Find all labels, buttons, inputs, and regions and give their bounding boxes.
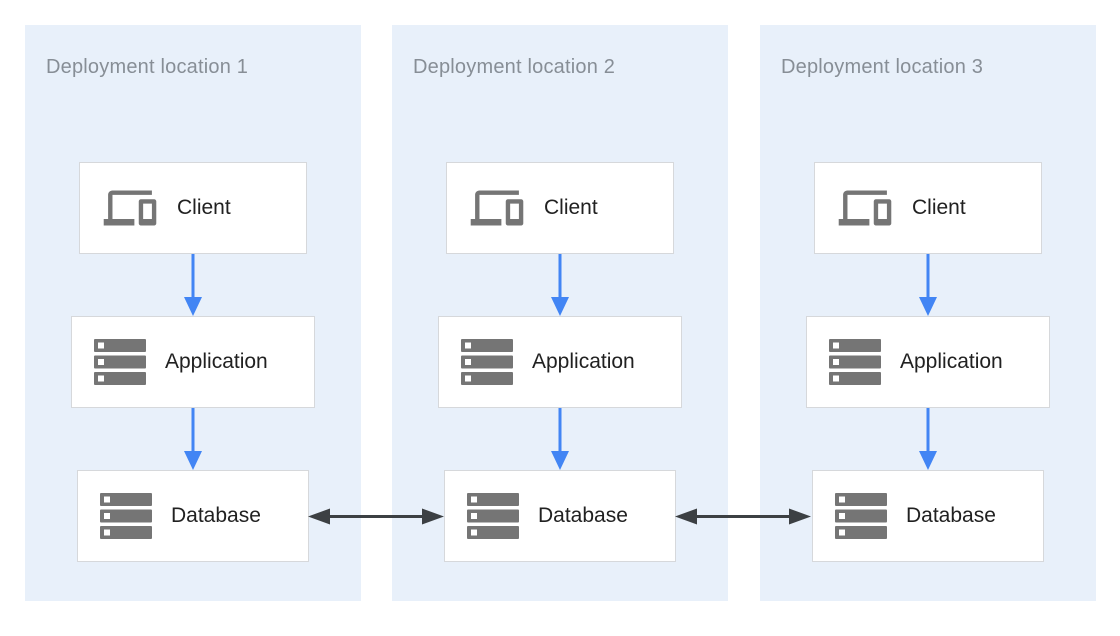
servers-icon [94, 339, 146, 385]
node-label: Client [177, 196, 231, 219]
deployment-panel-3: Deployment location 3 Client Application… [760, 25, 1096, 601]
arrow-application-to-database-3 [919, 408, 937, 470]
servers-icon [100, 493, 152, 539]
node-application-3: Application [806, 316, 1050, 408]
node-label: Application [532, 350, 635, 373]
node-application-1: Application [71, 316, 315, 408]
panel-title: Deployment location 1 [46, 56, 249, 78]
arrow-application-to-database-1 [184, 408, 202, 470]
devices-icon [102, 185, 158, 231]
node-database-3: Database [812, 470, 1044, 562]
arrow-application-to-database-2 [551, 408, 569, 470]
deployment-panel-1: Deployment location 1 Client Application… [25, 25, 361, 601]
servers-icon [835, 493, 887, 539]
node-application-2: Application [438, 316, 682, 408]
arrow-database2-database3 [675, 508, 811, 525]
panel-title: Deployment location 3 [781, 56, 984, 78]
node-label: Client [912, 196, 966, 219]
devices-icon [469, 185, 525, 231]
node-label: Database [171, 504, 261, 527]
servers-icon [461, 339, 513, 385]
node-client-3: Client [814, 162, 1042, 254]
node-label: Application [165, 350, 268, 373]
arrow-client-to-application-3 [919, 254, 937, 316]
node-client-2: Client [446, 162, 674, 254]
node-client-1: Client [79, 162, 307, 254]
arrow-client-to-application-1 [184, 254, 202, 316]
node-label: Database [906, 504, 996, 527]
node-label: Database [538, 504, 628, 527]
panel-title: Deployment location 2 [413, 56, 616, 78]
arrow-database1-database2 [308, 508, 444, 525]
devices-icon [837, 185, 893, 231]
servers-icon [467, 493, 519, 539]
node-label: Client [544, 196, 598, 219]
servers-icon [829, 339, 881, 385]
node-database-2: Database [444, 470, 676, 562]
node-label: Application [900, 350, 1003, 373]
arrow-client-to-application-2 [551, 254, 569, 316]
node-database-1: Database [77, 470, 309, 562]
deployment-panel-2: Deployment location 2 Client Application… [392, 25, 728, 601]
